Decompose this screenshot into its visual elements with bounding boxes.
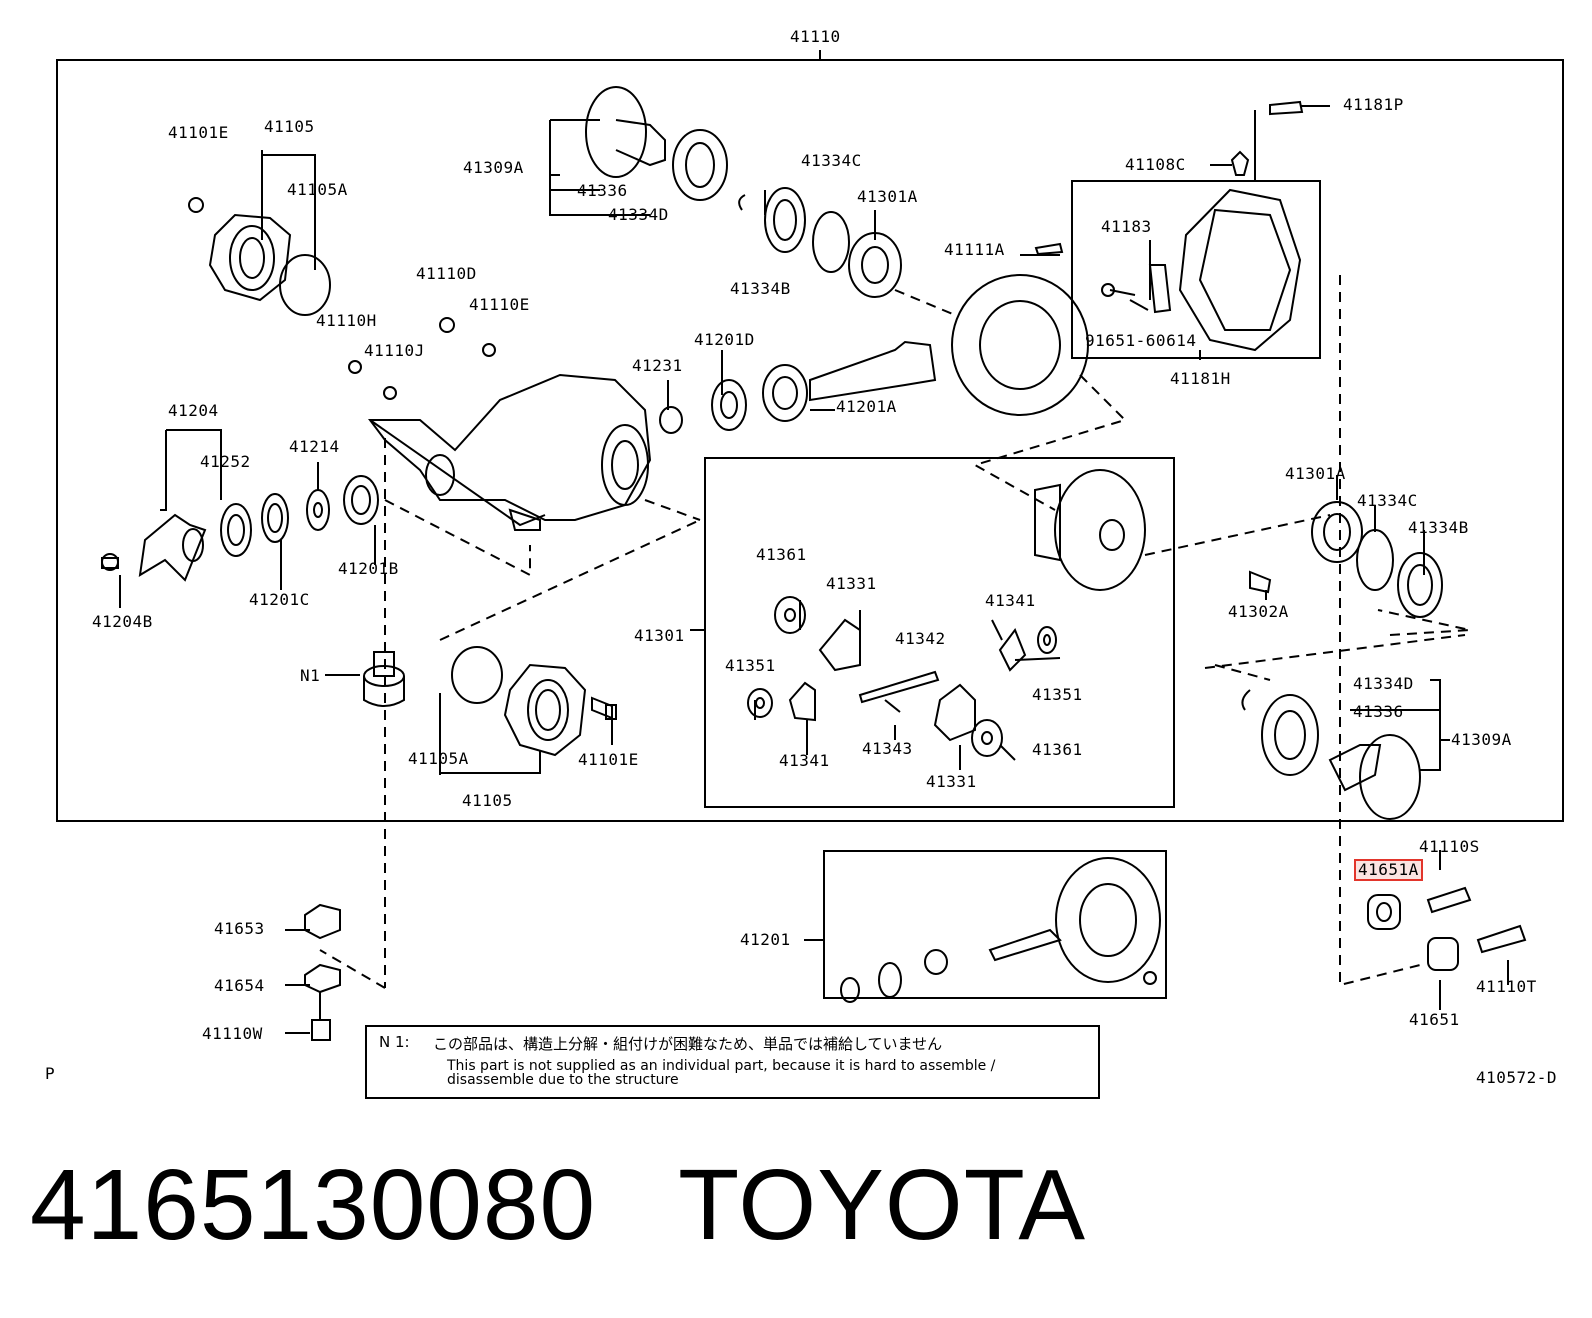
part-label[interactable]: 41334C (1357, 491, 1418, 510)
part-label[interactable]: 41204B (92, 612, 153, 631)
label-leader-lines (119, 105, 1509, 1034)
part-label[interactable]: 41110J (364, 341, 425, 360)
part-label[interactable]: 41183 (1101, 217, 1152, 236)
drive-pinion-icon (659, 340, 937, 434)
part-label[interactable]: 41334D (1353, 674, 1414, 693)
washer-icon (306, 489, 330, 531)
bearing-retainer-icon (503, 663, 587, 757)
part-label[interactable]: 41105 (462, 791, 513, 810)
brand-name: TOYOTA (678, 1149, 1087, 1261)
lower-mount-icon (304, 903, 341, 1041)
mount-cushion-icon (1367, 886, 1527, 971)
part-label[interactable]: 41110D (416, 264, 477, 283)
part-label[interactable]: 41341 (779, 751, 830, 770)
part-label[interactable]: 41343 (862, 739, 913, 758)
part-label[interactable]: 41301A (857, 187, 918, 206)
note-ref: N 1: (379, 1033, 410, 1051)
part-label[interactable]: 41361 (1032, 740, 1083, 759)
bolt-icon (591, 696, 617, 720)
rear-cover-box (1071, 180, 1321, 359)
part-label[interactable]: 41336 (577, 181, 628, 200)
part-label[interactable]: 41201C (249, 590, 310, 609)
part-label[interactable]: N1 (300, 666, 321, 685)
oil-seal-icon (220, 503, 252, 557)
axle-shaft-flange-icon (585, 86, 902, 298)
carrier-housing-icon (368, 373, 652, 531)
differential-case-icon (1034, 469, 1146, 591)
part-label[interactable]: 41201D (694, 330, 755, 349)
part-label[interactable]: 41334B (1408, 518, 1469, 537)
part-label[interactable]: 41351 (1032, 685, 1083, 704)
part-label[interactable]: 41204 (168, 401, 219, 420)
cover-group-label: 41181H (1170, 369, 1231, 388)
part-label[interactable]: 41653 (214, 919, 265, 938)
part-label[interactable]: 41110E (469, 295, 530, 314)
part-label[interactable]: 41654 (214, 976, 265, 995)
ring-pinion-set-icon (840, 857, 1161, 1003)
part-label[interactable]: 41334B (730, 279, 791, 298)
small-bolts-icon (348, 317, 496, 400)
part-label[interactable]: 41214 (289, 437, 340, 456)
differential-case-box (704, 457, 1175, 808)
ring-pinion-set-group-label: 41201 (740, 930, 791, 949)
part-label[interactable]: 41111A (944, 240, 1005, 259)
differential-case-group-label: 41301 (634, 626, 685, 645)
part-label[interactable]: 41108C (1125, 155, 1186, 174)
part-label[interactable]: 41101E (168, 123, 229, 142)
supply-note-box: N 1: この部品は、構造上分解・組付けが困難なため、単品では補給していません … (365, 1025, 1100, 1099)
rear-cover-icon (1101, 100, 1304, 352)
drain-plug-icon (1034, 242, 1064, 256)
ring-gear-icon (951, 274, 1089, 416)
part-label[interactable]: 41231 (632, 356, 683, 375)
note-japanese-text: この部品は、構造上分解・組付けが困難なため、単品では補給していません (433, 1035, 943, 1053)
companion-flange-icon (101, 513, 207, 582)
part-label[interactable]: 41105 (264, 117, 315, 136)
part-label[interactable]: 41302A (1228, 602, 1289, 621)
ring-pinion-set-box (823, 850, 1167, 999)
part-label[interactable]: 41309A (1451, 730, 1512, 749)
note-english-line2: disassemble due to the structure (447, 1072, 679, 1088)
part-number: 4165130080 (30, 1149, 597, 1261)
part-label[interactable]: 41105A (408, 749, 469, 768)
part-label[interactable]: 41201B (338, 559, 399, 578)
product-title: 4165130080 TOYOTA (30, 1150, 1086, 1260)
main-assembly-label: 41110 (790, 27, 841, 46)
part-label[interactable]: 41181P (1343, 95, 1404, 114)
part-label[interactable]: 41201A (836, 397, 897, 416)
part-label[interactable]: 91651-60614 (1085, 331, 1197, 350)
part-label[interactable]: 41101E (578, 750, 639, 769)
assembly-guide-lines (319, 275, 1471, 989)
part-label[interactable]: 41351 (725, 656, 776, 675)
part-label[interactable]: 41651 (1409, 1010, 1460, 1029)
part-label[interactable]: 41342 (895, 629, 946, 648)
part-label[interactable]: 41110T (1476, 977, 1537, 996)
part-label[interactable]: 41110W (202, 1024, 263, 1043)
part-label[interactable]: 41334C (801, 151, 862, 170)
part-label[interactable]: 41105A (287, 180, 348, 199)
highlighted-part-label[interactable]: 41651A (1354, 859, 1423, 881)
spacer-icon (261, 493, 289, 543)
bearing-icon (343, 475, 379, 525)
part-label[interactable]: 41309A (463, 158, 524, 177)
o-ring-icon (451, 646, 503, 704)
part-label[interactable]: 41301A (1285, 464, 1346, 483)
part-label[interactable]: 41361 (756, 545, 807, 564)
part-label[interactable]: 41110S (1419, 837, 1480, 856)
part-label[interactable]: 41252 (200, 452, 251, 471)
part-label[interactable]: 41331 (826, 574, 877, 593)
drawing-code: 410572-D (1476, 1068, 1558, 1087)
part-label[interactable]: 41341 (985, 591, 1036, 610)
pinion-gears-icon (747, 596, 1057, 757)
note-english-line1: This part is not supplied as an individu… (447, 1058, 996, 1074)
main-assembly-frame (56, 59, 1564, 822)
part-label[interactable]: 41110H (316, 311, 377, 330)
part-label[interactable]: 41336 (1353, 702, 1404, 721)
part-label[interactable]: 41331 (926, 772, 977, 791)
right-bearing-set-icon (1241, 501, 1443, 820)
corner-marker: P (45, 1064, 56, 1083)
part-label[interactable]: 41334D (608, 205, 669, 224)
upper-bearing-retainer-icon (188, 197, 331, 316)
